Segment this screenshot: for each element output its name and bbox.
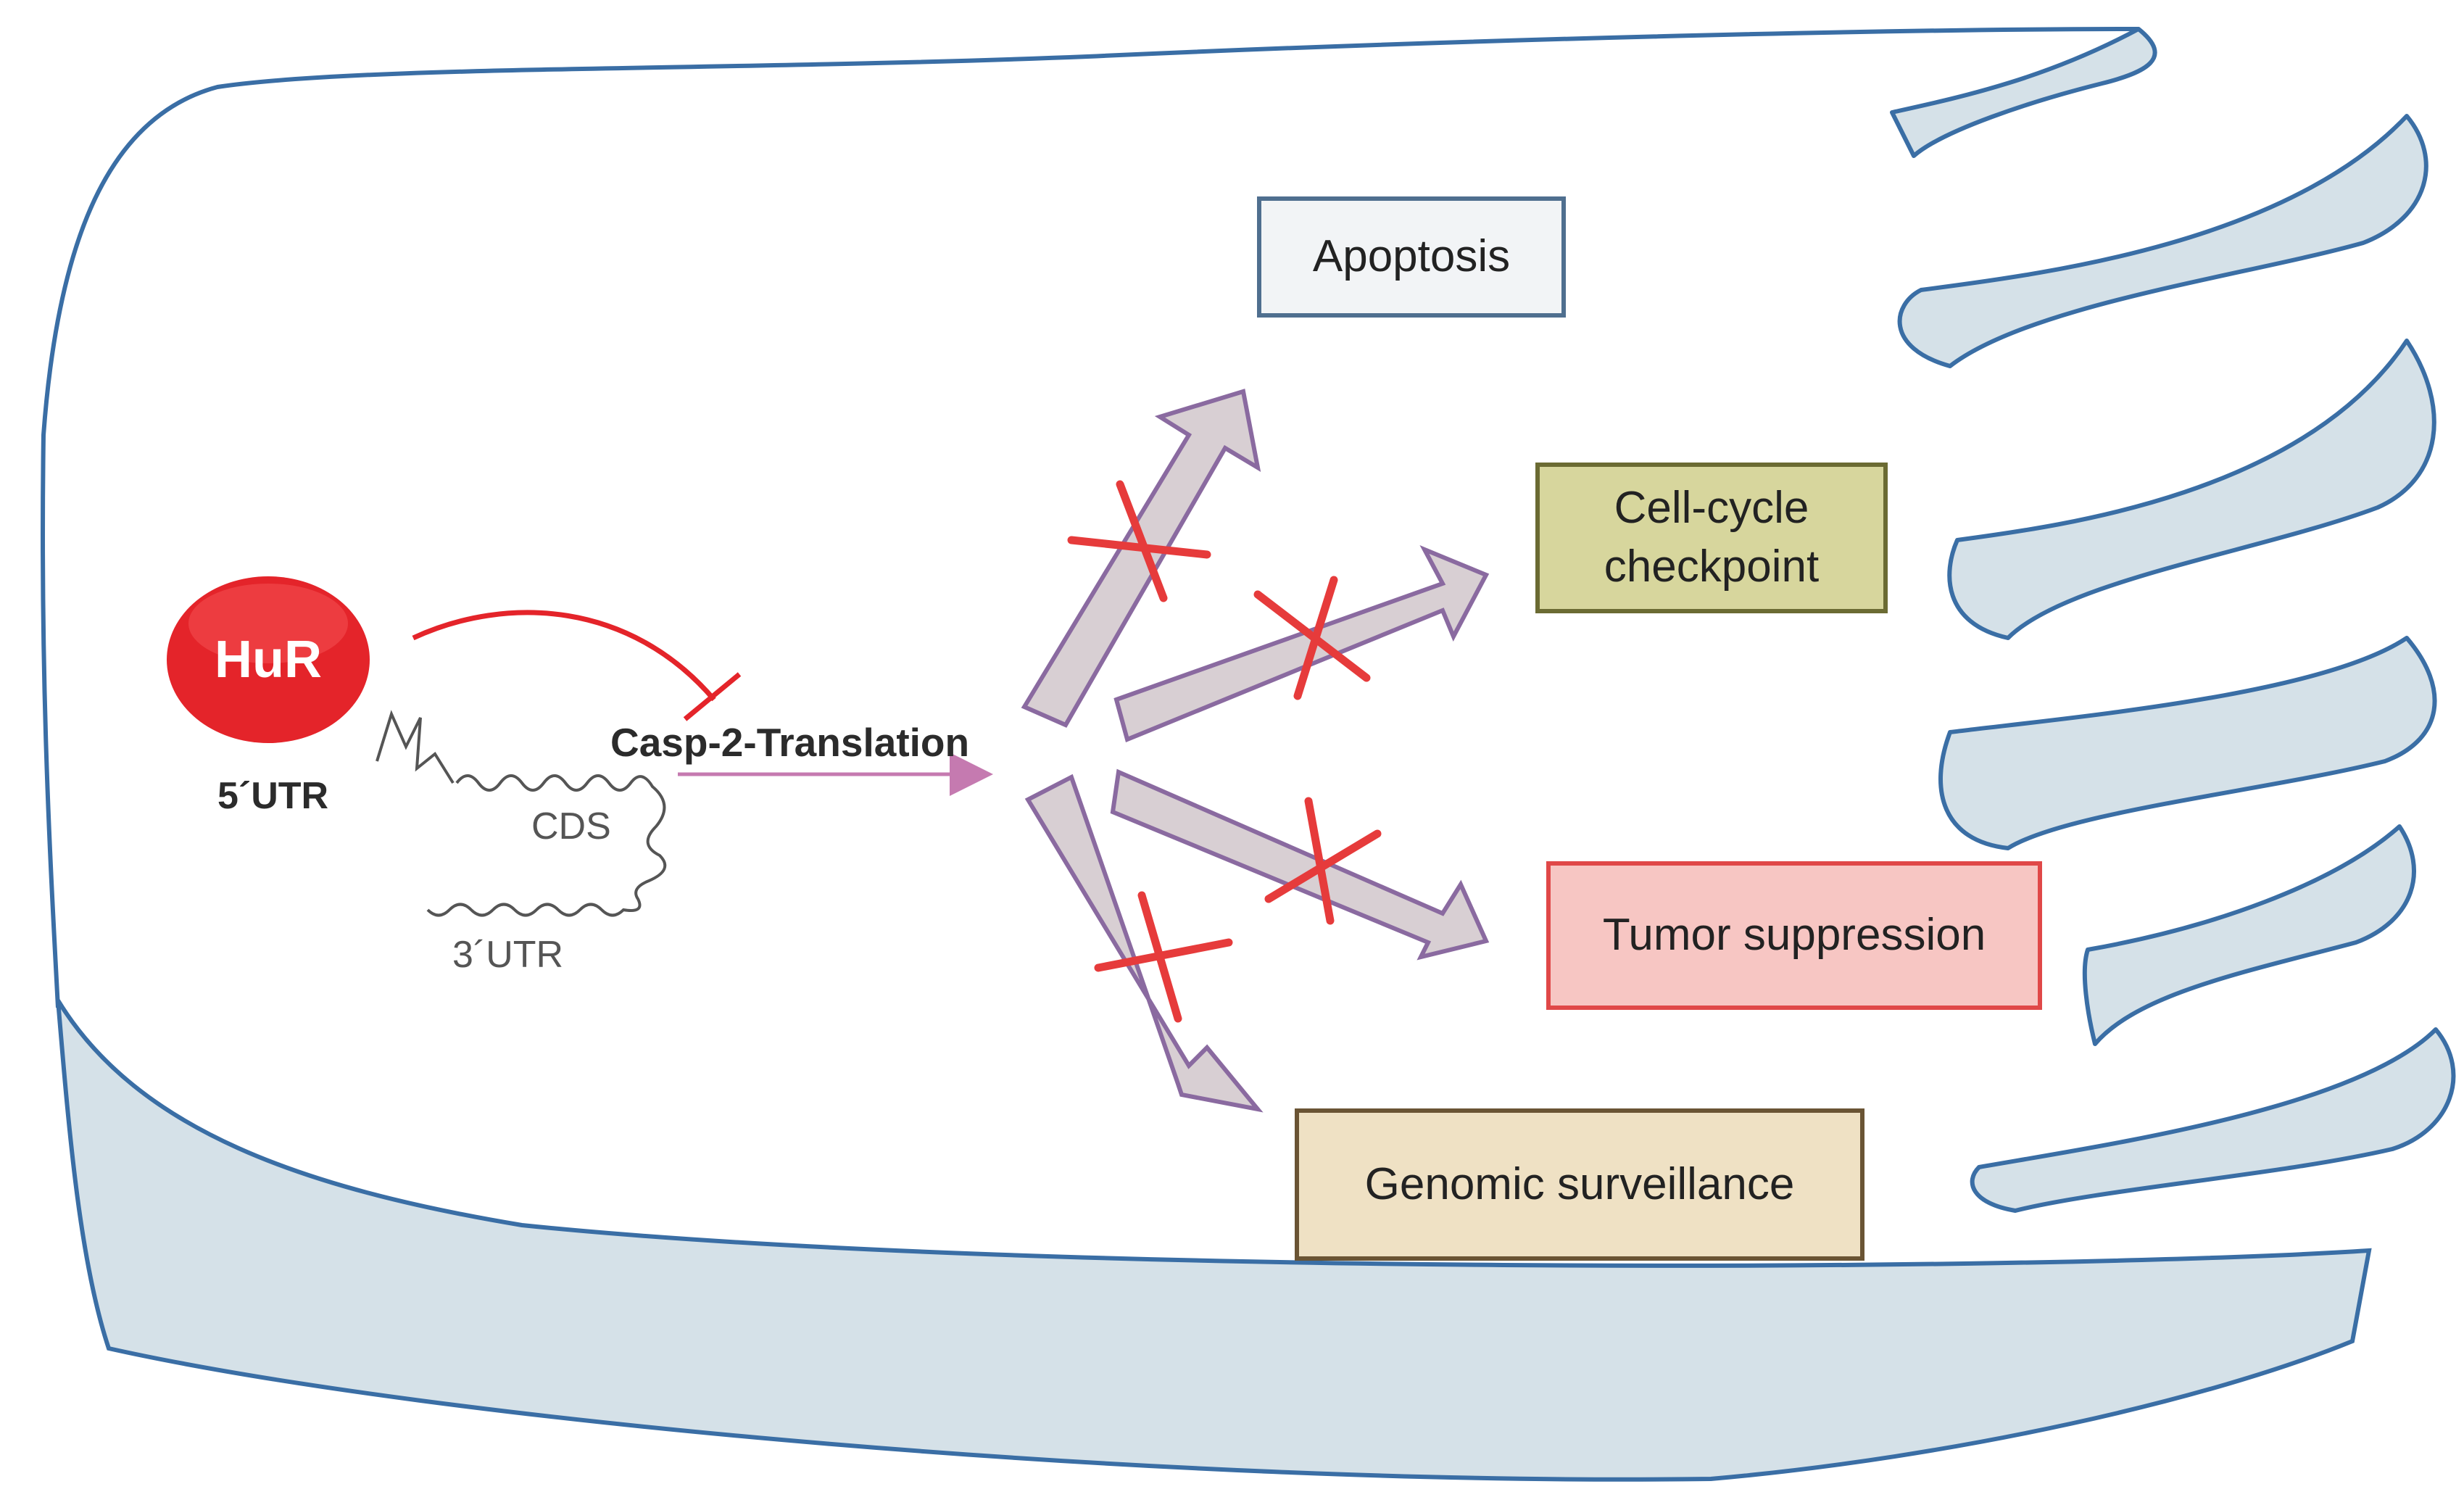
apoptosis-box: Apoptosis — [1257, 196, 1566, 318]
block-marks — [1067, 480, 1382, 1023]
inhibition-curve — [412, 610, 716, 702]
genomic-surveillance-label: Genomic surveillance — [1364, 1158, 1795, 1209]
cell-cycle-label-line2: checkpoint — [1604, 542, 1820, 592]
genomic-surveillance-box: Genomic surveillance — [1295, 1108, 1864, 1261]
arrow-to-cell-cycle — [1113, 545, 1490, 743]
hur-ellipse — [167, 576, 370, 743]
membrane-folds — [1890, 27, 2456, 1213]
utr3-label: 3´UTR — [452, 934, 564, 976]
tumor-suppression-box: Tumor suppression — [1546, 861, 2042, 1010]
block-mark-genomic — [1094, 891, 1233, 1023]
block-mark-cell-cycle — [1253, 576, 1371, 700]
block-mark-tumor — [1264, 797, 1382, 925]
cds-label: CDS — [531, 805, 611, 847]
arrow-to-tumor — [1110, 768, 1490, 961]
cell-cycle-checkpoint-box: Cell-cycle checkpoint — [1535, 463, 1888, 613]
cell-membrane-bottom — [56, 999, 2372, 1482]
arrow-to-genomic — [1024, 774, 1264, 1113]
tumor-suppression-label: Tumor suppression — [1602, 910, 1986, 961]
mrna-strand — [376, 710, 667, 917]
inhibition-bar — [683, 672, 742, 721]
arrow-to-apoptosis — [1021, 389, 1261, 728]
utr5-label: 5´UTR — [217, 775, 329, 817]
block-mark-apoptosis — [1067, 480, 1211, 602]
hur-highlight — [188, 584, 348, 663]
cell-membrane-outline — [41, 27, 2139, 1008]
translation-label: Casp-2-Translation — [610, 720, 970, 765]
outcome-arrows — [1021, 389, 1490, 1113]
apoptosis-label: Apoptosis — [1312, 231, 1511, 282]
cell-cycle-label-line1: Cell-cycle — [1614, 483, 1809, 534]
hur-label: HuR — [215, 631, 322, 689]
